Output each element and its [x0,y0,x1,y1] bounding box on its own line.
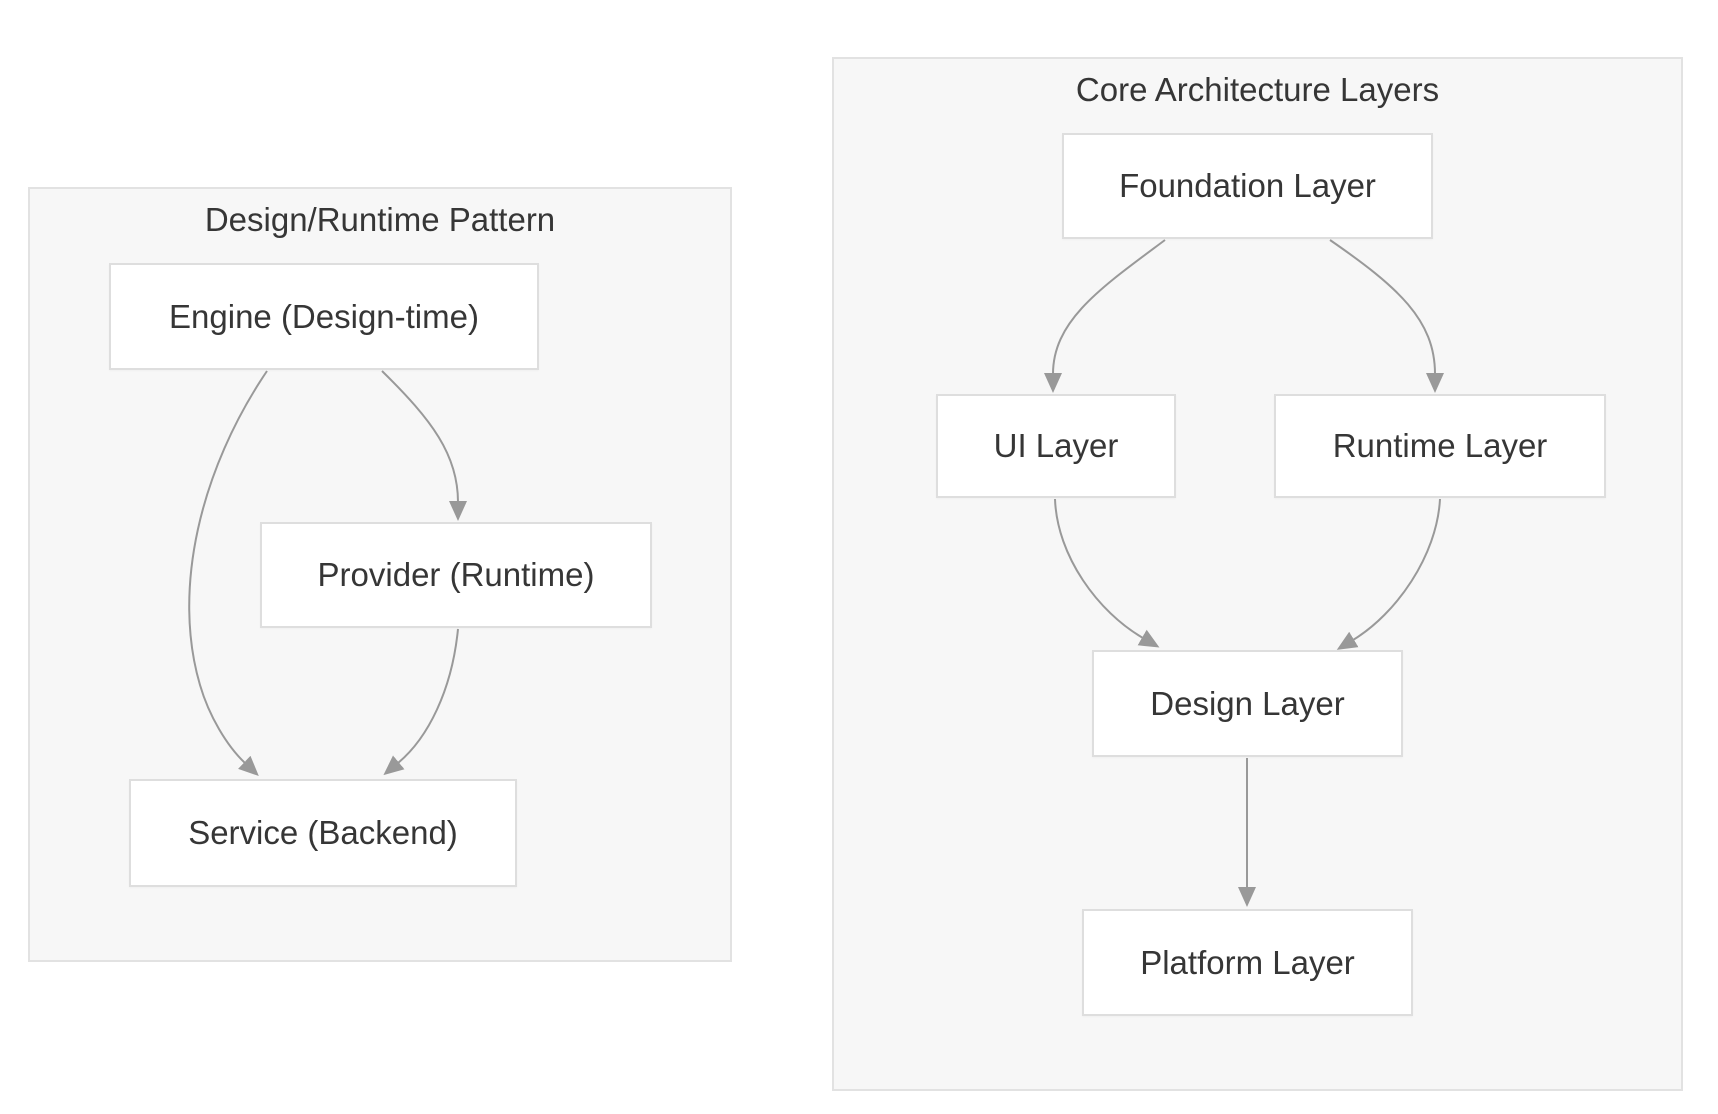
node-service-backend: Service (Backend) [129,779,517,887]
node-platform-layer: Platform Layer [1082,909,1413,1016]
left-panel-title: Design/Runtime Pattern [204,201,556,238]
node-ui-layer: UI Layer [936,394,1176,498]
node-runtime-layer: Runtime Layer [1274,394,1606,498]
node-engine-design-time: Engine (Design-time) [109,263,539,370]
node-design-layer: Design Layer [1092,650,1403,757]
node-provider-runtime: Provider (Runtime) [260,522,652,628]
right-panel-title: Core Architecture Layers [1075,71,1440,108]
node-foundation-layer: Foundation Layer [1062,133,1433,239]
